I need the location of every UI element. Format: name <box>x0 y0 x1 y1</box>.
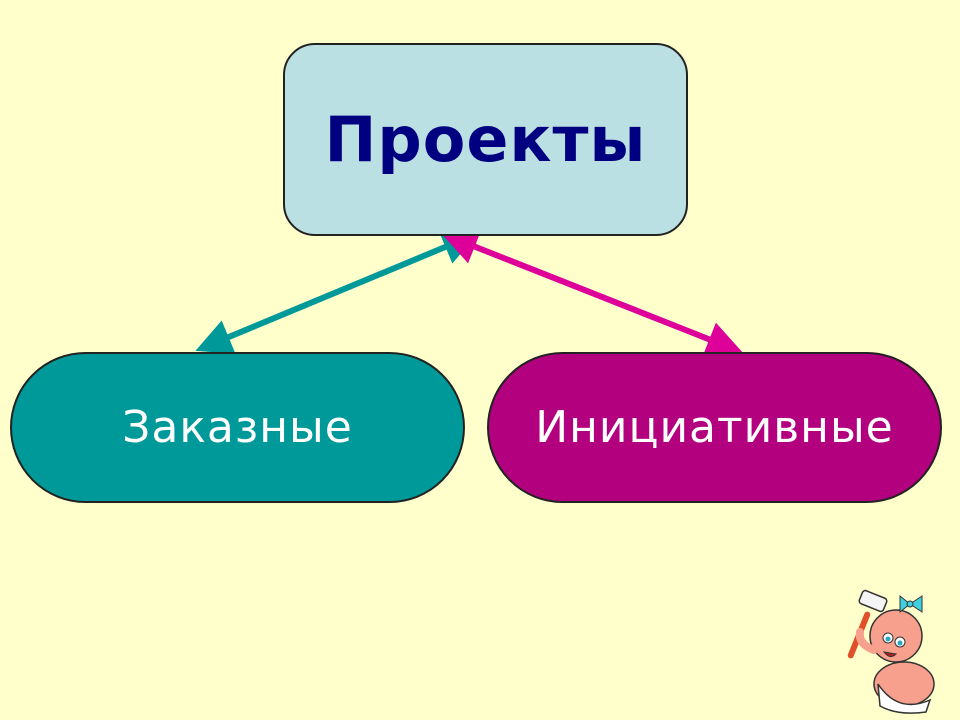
child-node-initiative: Инициативные <box>487 352 942 503</box>
root-node-projects: Проекты <box>283 43 688 236</box>
child-node-label: Инициативные <box>535 402 894 453</box>
arrow-root-to-left <box>195 230 479 354</box>
child-node-label: Заказные <box>122 402 353 453</box>
baby-with-hammer-icon <box>847 589 935 714</box>
root-node-label: Проекты <box>324 103 647 176</box>
arrow-root-to-right <box>441 229 743 357</box>
child-node-commissioned: Заказные <box>10 352 465 503</box>
